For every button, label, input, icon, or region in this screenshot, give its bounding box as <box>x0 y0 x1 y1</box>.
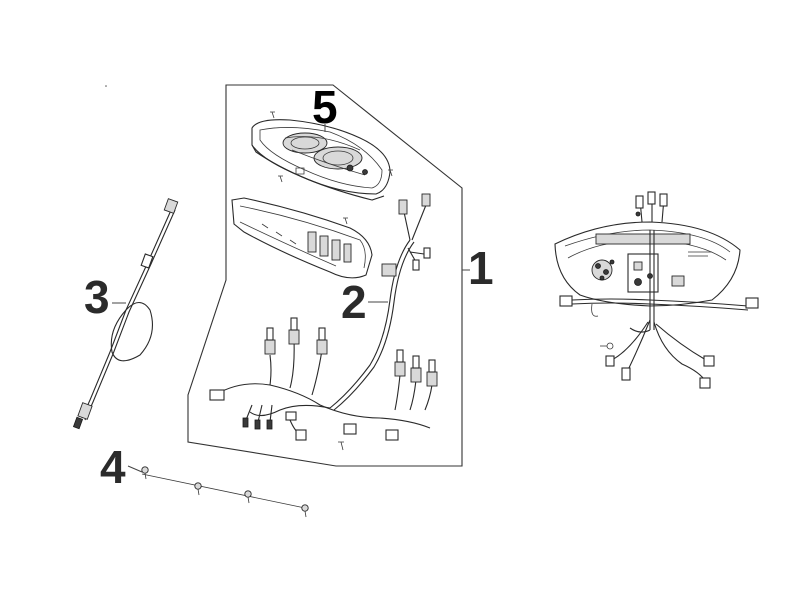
meter-housing <box>231 197 373 279</box>
speedometer-cable <box>72 198 179 430</box>
meter-cover <box>251 119 391 201</box>
screw-3 <box>244 490 252 504</box>
screws <box>127 465 309 518</box>
rear-left-gauge <box>591 259 615 281</box>
callout-2: 2 <box>341 276 367 328</box>
screw-4 <box>301 504 309 518</box>
cover-screws <box>270 111 393 225</box>
assembly-boundary <box>187 84 463 467</box>
meter-rear-view <box>554 191 759 389</box>
bulb-sockets-right <box>394 349 438 411</box>
wire-harness <box>209 193 438 451</box>
callout-3: 3 <box>84 271 110 323</box>
screw-1 <box>141 466 149 480</box>
callout-4: 4 <box>100 441 126 493</box>
callout-5: 5 <box>312 81 338 133</box>
callout-1: 1 <box>468 242 494 294</box>
screw-2 <box>194 482 202 496</box>
stray-dot <box>105 85 107 87</box>
bulb-sockets-left <box>264 317 328 396</box>
